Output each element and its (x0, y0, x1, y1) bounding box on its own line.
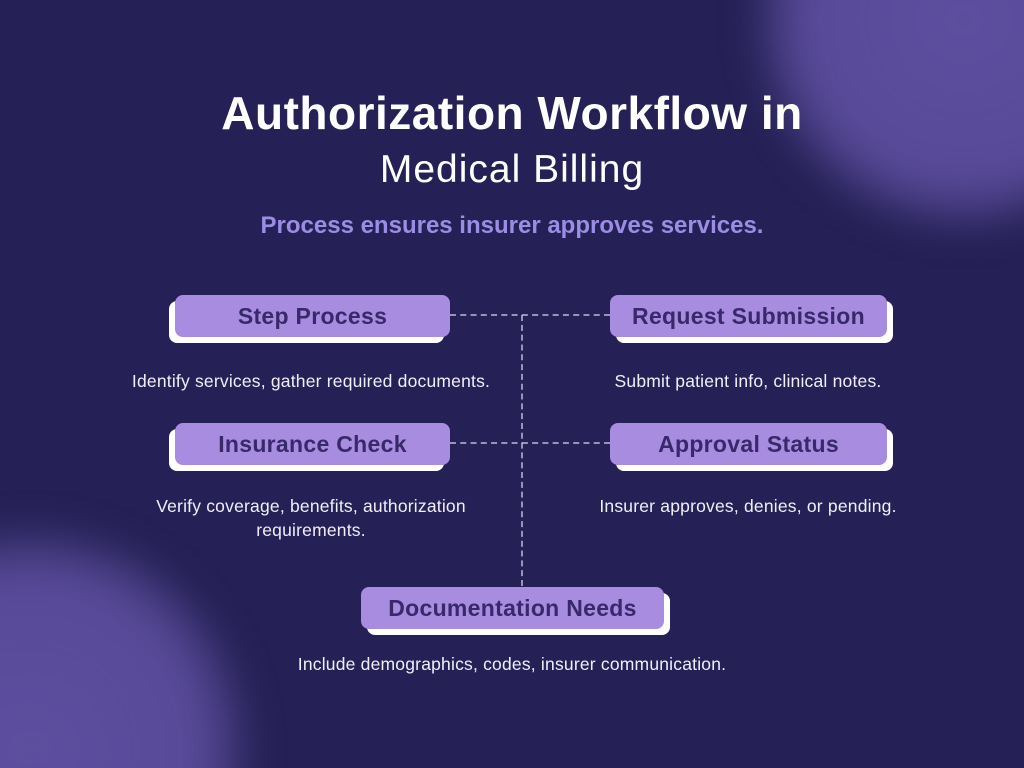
page-title-line2: Medical Billing (379, 148, 645, 191)
node-step-process-label: Step Process (237, 302, 388, 329)
node-documentation-needs: Documentation Needs (361, 587, 664, 629)
node-step-process-description: Identify services, gather required docum… (131, 371, 491, 391)
node-documentation-needs-label: Documentation Needs (388, 594, 637, 621)
node-documentation-needs-description: Include demographics, codes, insurer com… (297, 654, 727, 674)
node-approval-status-description: Insurer approves, denies, or pending. (599, 496, 897, 516)
decorative-blob-bottom-left (0, 528, 250, 768)
node-approval-status: Approval Status (610, 423, 887, 465)
node-insurance-check: Insurance Check (175, 423, 450, 465)
node-step-process: Step Process (175, 295, 450, 337)
node-approval-status-label: Approval Status (658, 430, 839, 457)
page-title-line1: Authorization Workflow in (221, 87, 803, 139)
node-request-submission: Request Submission (610, 295, 887, 337)
page-subtitle: Process ensures insurer approves service… (260, 212, 764, 239)
node-insurance-check-label: Insurance Check (218, 430, 407, 457)
connector-top-horizontal (450, 314, 610, 316)
connector-middle-horizontal (450, 442, 610, 444)
node-request-submission-description: Submit patient info, clinical notes. (614, 371, 882, 391)
connector-center-vertical (521, 315, 523, 586)
node-request-submission-label: Request Submission (632, 302, 865, 329)
node-insurance-check-description: Verify coverage, benefits, authorization… (156, 496, 466, 540)
